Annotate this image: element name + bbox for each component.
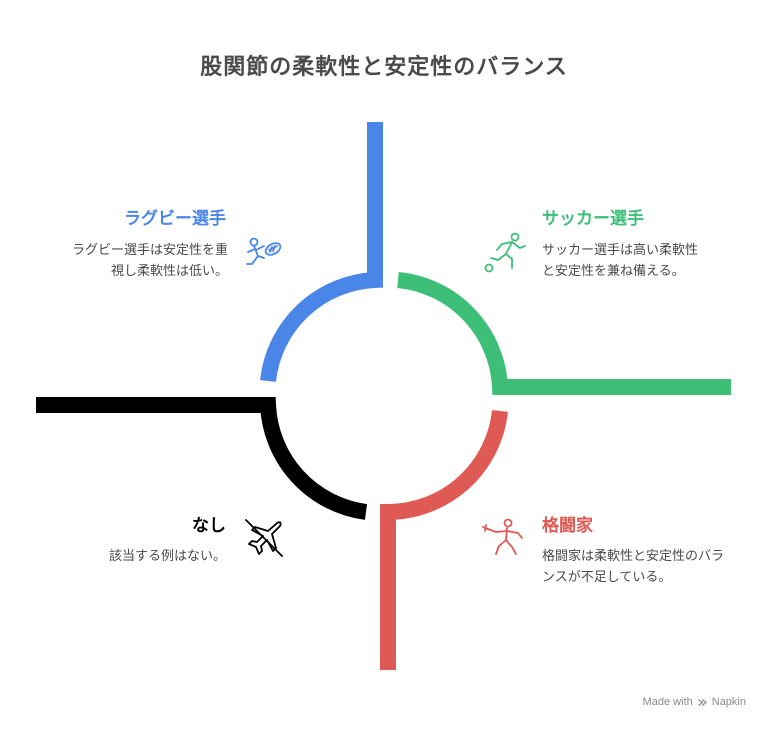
quadrant-top-right-arc [397, 272, 731, 395]
napkin-brand-label: Napkin [711, 696, 746, 708]
quadrant-top-left-label: ラグビー選手 [124, 209, 226, 229]
soccer-player-icon [484, 232, 526, 273]
quadrant-bottom-left-label: なし [192, 516, 226, 536]
quadrant-bottom-right-description: 格闘家は柔軟性と安定性のバランスが不足している。 [542, 549, 725, 585]
quadrant-bottom-right-arc [380, 410, 508, 670]
page-title: 股関節の柔軟性と安定性のバランス [200, 55, 568, 80]
quadrant-bottom-left-description: 該当する例はない。 [108, 549, 226, 564]
rugby-player-icon [246, 237, 282, 265]
crossed-plane-icon [245, 519, 283, 557]
quadrant-top-right-description: サッカー選手は高い柔軟性と安定性を兼ね備える。 [542, 243, 699, 279]
quadrant-top-right-label: サッカー選手 [542, 209, 644, 229]
fencer-icon [482, 518, 523, 555]
quadrant-bottom-left-arc [36, 397, 368, 520]
made-with-label: Made with [642, 696, 693, 708]
quadrant-top-left-description: ラグビー選手は安定性を重視し柔軟性は低い。 [71, 243, 228, 279]
quadrant-top-left-arc [260, 122, 383, 382]
made-with-napkin-badge[interactable]: Made with Napkin [643, 696, 746, 708]
napkin-logo-icon [697, 698, 707, 706]
quadrant-bottom-right-label: 格闘家 [542, 516, 593, 536]
